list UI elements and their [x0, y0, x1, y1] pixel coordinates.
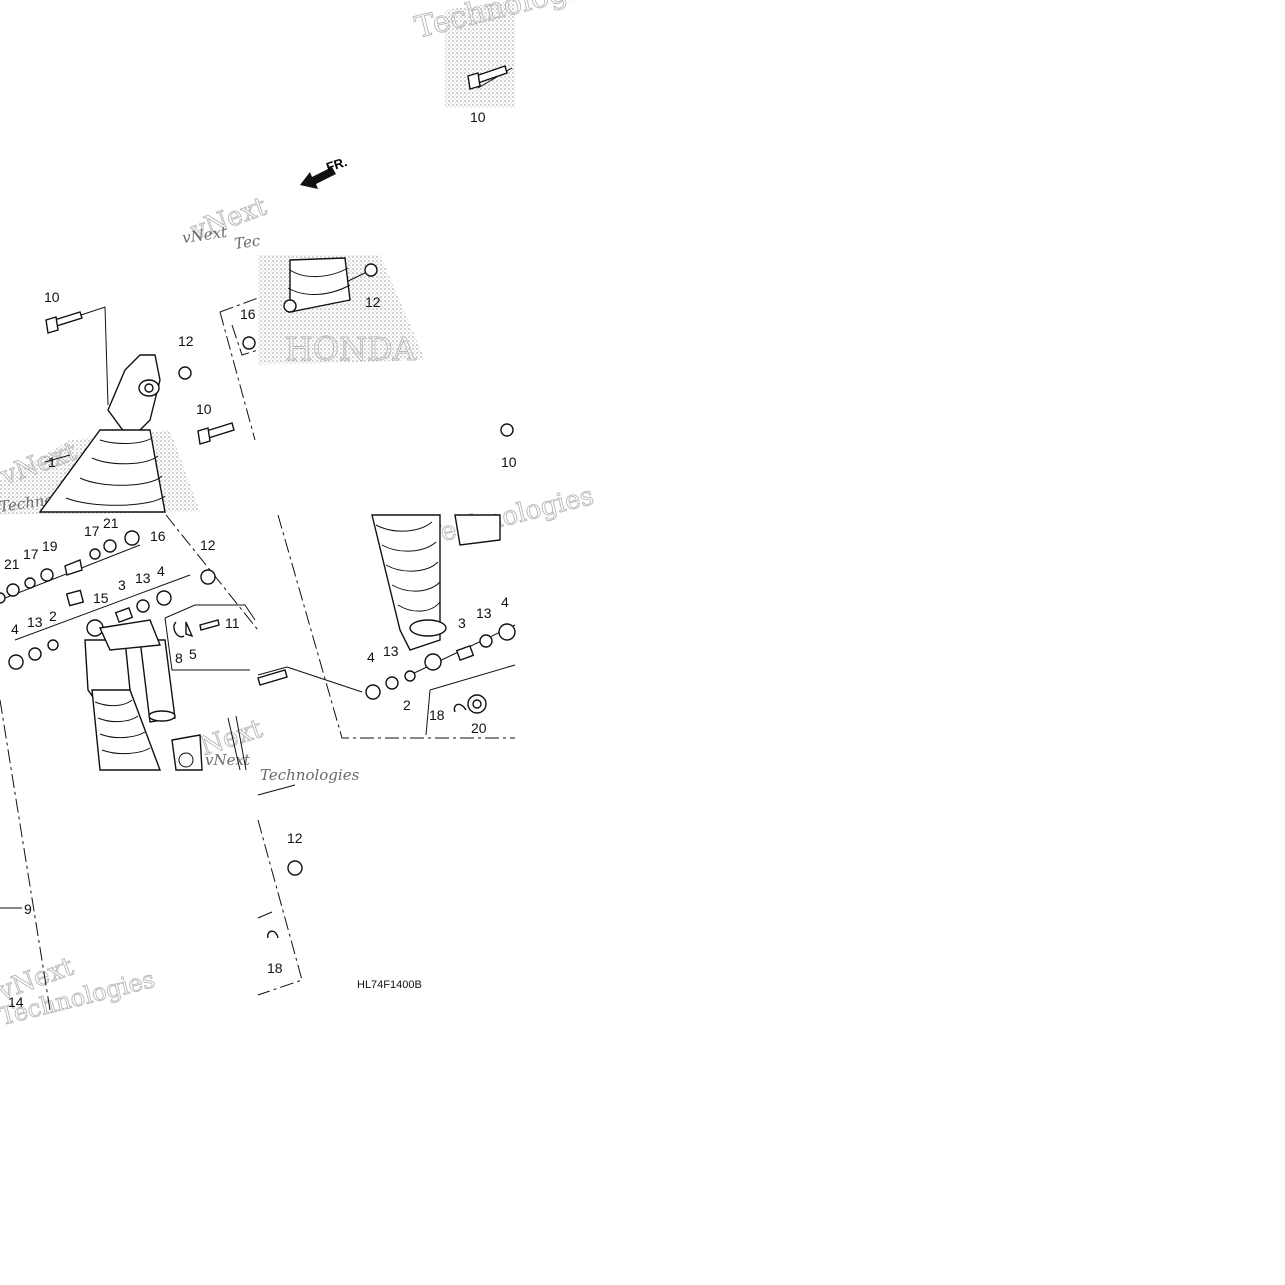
- brand-watermark: HONDA: [285, 330, 417, 368]
- callout-13: 13: [27, 614, 43, 630]
- svg-text:Technologies: Technologies: [422, 481, 596, 552]
- callout-4: 4: [11, 621, 19, 637]
- callout-10: 10: [470, 109, 486, 125]
- diagram-code: HL74F1400B: [357, 979, 422, 991]
- callout-13: 13: [476, 605, 492, 621]
- callout-13: 13: [383, 643, 399, 659]
- callout-4: 4: [157, 563, 165, 579]
- callout-2: 2: [49, 608, 57, 624]
- callout-8: 8: [175, 650, 183, 666]
- callout-2: 2: [403, 697, 411, 713]
- callout-16: 16: [240, 306, 256, 322]
- callout-15: 15: [93, 590, 109, 606]
- callout-12: 12: [200, 537, 216, 553]
- callout-5: 5: [189, 646, 197, 662]
- callout-4: 4: [501, 594, 509, 610]
- callout-13: 13: [135, 570, 151, 586]
- callout-3: 3: [118, 577, 126, 593]
- shock-absorber-upper: [38, 354, 166, 513]
- callout-12: 12: [178, 333, 194, 349]
- callout-18: 18: [429, 707, 445, 723]
- callout-3: 3: [458, 615, 466, 631]
- callout-20: 20: [471, 720, 487, 736]
- svg-text:vNext: vNext: [181, 223, 229, 247]
- callout-19: 19: [42, 538, 58, 554]
- halftone-tiles: [0, 0, 515, 515]
- svg-text:Tec: Tec: [233, 231, 262, 253]
- callout-17: 17: [84, 523, 100, 539]
- shock-absorber-lower-left: [84, 619, 247, 771]
- svg-text:FR.: FR.: [324, 154, 349, 175]
- callout-11: 11: [225, 615, 240, 631]
- callout-4: 4: [367, 649, 375, 665]
- callout-1: 1: [48, 454, 56, 470]
- shock-absorber-top-right: [283, 257, 351, 313]
- callout-12: 12: [365, 294, 381, 310]
- callout-21: 21: [103, 515, 119, 531]
- svg-text:Technologies: Technologies: [260, 766, 360, 784]
- phantom-boundaries: [0, 297, 515, 1011]
- front-direction-arrow: FR.: [300, 154, 349, 189]
- callout-16: 16: [150, 528, 166, 544]
- callout-10: 10: [501, 454, 517, 470]
- hardware-parts: [0, 65, 516, 939]
- svg-text:vNext: vNext: [205, 751, 251, 769]
- callout-10: 10: [196, 401, 212, 417]
- callout-12: 12: [287, 830, 303, 846]
- callout-9: 9: [24, 901, 32, 917]
- shock-absorber-right: [371, 514, 501, 671]
- callout-14: 14: [8, 994, 24, 1010]
- callout-labels: 10 10 10 10 12 12 12 12 16 16 1 21 21 17…: [4, 109, 517, 1010]
- callout-17: 17: [23, 546, 39, 562]
- watermark: Technologies vNext vNext Tec vNext Techn…: [0, 0, 613, 1031]
- callout-21: 21: [4, 556, 20, 572]
- callout-18: 18: [267, 960, 283, 976]
- callout-10: 10: [44, 289, 60, 305]
